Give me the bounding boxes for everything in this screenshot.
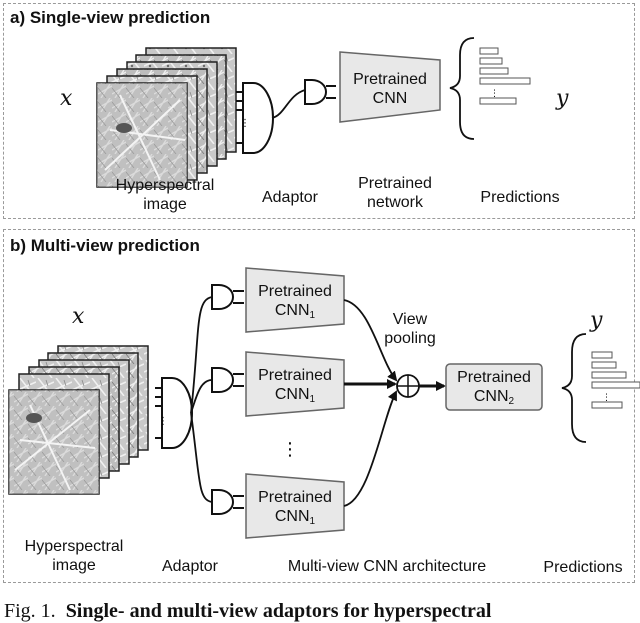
cnn1-line1: Pretrained	[258, 283, 332, 300]
output-y-a: y	[556, 86, 569, 111]
cnn2-line1: Pretrained	[457, 369, 531, 386]
input-x-b: x	[72, 304, 85, 329]
panel-b-title: b) Multi-view prediction	[10, 236, 200, 255]
plug-b-3	[211, 489, 244, 515]
hyperspectral-line2: image	[143, 196, 187, 213]
prediction-bar	[479, 67, 509, 75]
prediction-bars-b: ⋮	[591, 351, 640, 409]
prediction-bar	[479, 57, 503, 65]
pretrained-cnn1-bottom	[245, 473, 345, 539]
input-x-a: x	[60, 86, 73, 111]
hyperspectral-line1: Hyperspectral	[24, 538, 124, 555]
predictions-label-b: Predictions	[543, 559, 623, 576]
pretrained-cnn1-middle	[245, 351, 345, 417]
cnn1-label-top: Pretrained CNN1	[246, 282, 344, 325]
svg-text:⋮: ⋮	[240, 118, 250, 129]
hyperspectral-stack-a	[96, 47, 237, 188]
brace-b	[561, 333, 587, 443]
architecture-label: Multi-view CNN architecture	[287, 558, 487, 575]
cnn1-line1: Pretrained	[258, 367, 332, 384]
cnn1-line1: Pretrained	[258, 489, 332, 506]
pretrained-cnn1-top	[245, 267, 345, 333]
hyperspectral-label-b: Hyperspectral image	[4, 537, 144, 575]
hyperspectral-stack-b	[8, 345, 149, 495]
svg-text:⋮: ⋮	[158, 416, 168, 427]
cnn-label-a: Pretrained CNN	[340, 70, 440, 108]
pretrained-cnn-a	[339, 51, 441, 123]
panel-single-view	[3, 3, 635, 219]
pretrained-cnn2	[445, 363, 543, 411]
plug-b-2	[211, 367, 244, 393]
cnn1-label-bottom: Pretrained CNN1	[246, 488, 344, 531]
view-pooling-operator	[396, 374, 420, 398]
prediction-bar	[479, 77, 531, 85]
bar-ellipsis: ⋮	[490, 89, 499, 99]
cnn1-subscript: 1	[309, 310, 316, 321]
branch-lines	[190, 296, 213, 503]
plug-b-1	[211, 284, 244, 310]
cnn2-subscript: 2	[508, 396, 515, 407]
cnn1-line2: CNN	[274, 386, 310, 403]
ellipsis-dots: ⋮	[281, 439, 299, 460]
network-line2: network	[366, 194, 424, 211]
cnn2-line2: CNN	[473, 388, 509, 405]
prediction-bar	[479, 97, 517, 105]
panel-multi-view	[3, 229, 635, 583]
caption-prefix: Fig. 1.	[4, 600, 56, 622]
prediction-bar	[591, 381, 640, 389]
adaptor-label-b: Adaptor	[161, 558, 219, 575]
bar-ellipsis: ⋮	[602, 393, 611, 403]
adaptor-a: ⋮	[236, 82, 274, 154]
view-pooling-line1: View	[392, 311, 428, 328]
brace-a	[449, 37, 475, 140]
network-line1: Pretrained	[358, 175, 432, 192]
figure-caption: Fig. 1. Single- and multi-view adaptors …	[4, 600, 491, 623]
hyperspectral-label-a: Hyperspectral image	[100, 176, 230, 214]
prediction-bar	[591, 401, 623, 409]
view-pooling-label: View pooling	[370, 310, 450, 348]
cnn-label-line2: CNN	[372, 90, 408, 107]
prediction-bar	[591, 361, 617, 369]
prediction-bar	[479, 47, 499, 55]
cnn-label-line1: Pretrained	[353, 71, 427, 88]
caption-text: Single- and multi-view adaptors for hype…	[65, 600, 492, 622]
cnn2-label: Pretrained CNN2	[446, 368, 542, 411]
plug-a	[304, 79, 336, 105]
cnn1-line2: CNN	[274, 302, 310, 319]
predictions-label-a: Predictions	[480, 189, 560, 206]
view-pooling-line2: pooling	[384, 330, 436, 347]
panel-a-title: a) Single-view prediction	[10, 8, 211, 27]
prediction-bars-a: ⋮	[479, 47, 531, 105]
cnn1-subscript: 1	[309, 394, 316, 405]
hyperspectral-line2: image	[52, 557, 96, 574]
cnn1-subscript: 1	[309, 516, 316, 527]
hyperspectral-line1: Hyperspectral	[115, 177, 215, 194]
prediction-bar	[591, 351, 613, 359]
adaptor-label-a: Adaptor	[261, 189, 319, 206]
pooling-lines	[343, 299, 398, 507]
prediction-bar	[591, 371, 627, 379]
adaptor-b: ⋮	[155, 377, 193, 449]
cnn1-label-middle: Pretrained CNN1	[246, 366, 344, 409]
cnn1-line2: CNN	[274, 508, 310, 525]
network-label-a: Pretrained network	[345, 174, 445, 212]
output-y-b: y	[590, 308, 603, 333]
